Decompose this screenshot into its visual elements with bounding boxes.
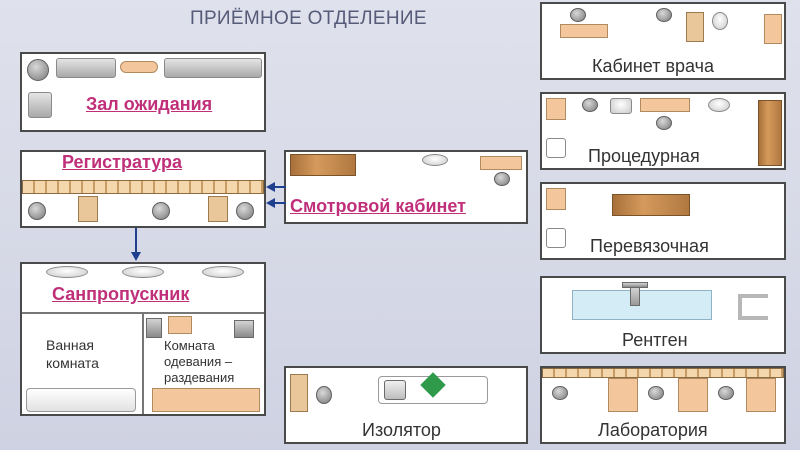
cabinet: [78, 196, 98, 222]
doctor-desk: [560, 24, 608, 38]
page-title: ПРИЁМНОЕ ОТДЕЛЕНИЕ: [190, 8, 427, 29]
arrow-down-line: [135, 228, 137, 254]
sink: [202, 266, 244, 278]
room-label-bathroom: Ванная комната: [46, 337, 99, 371]
room-registry: Регистратура: [20, 150, 266, 228]
room-waiting-hall: Зал ожидания: [20, 52, 266, 132]
armchair: [27, 59, 49, 81]
cabinet: [208, 196, 228, 222]
bench: [168, 316, 192, 334]
procedure-couch: [758, 100, 782, 166]
side-table: [546, 98, 566, 120]
procedure-table: [640, 98, 690, 112]
armchair: [28, 92, 52, 118]
lab-bench: [678, 378, 708, 412]
room-xray: Рентген: [540, 276, 786, 354]
xray-stand: [738, 294, 768, 320]
lab-bench: [608, 378, 638, 412]
partition-wall: [142, 314, 144, 414]
arrow-left-head: [266, 182, 275, 192]
chair: [648, 386, 664, 400]
lab-counter: [542, 368, 784, 378]
chair: [656, 116, 672, 130]
room-exam: Смотровой кабинет: [284, 150, 528, 224]
sink: [422, 154, 448, 166]
side-table: [546, 188, 566, 210]
chair: [152, 202, 170, 220]
room-label-dressing: Перевязочная: [590, 236, 709, 256]
room-sanitary: Санпропускник Ванная комната Комната оде…: [20, 262, 266, 416]
arrow-left-line: [274, 186, 286, 188]
bathtub: [26, 388, 136, 412]
cabinet: [290, 374, 308, 412]
arrow-left-line: [274, 202, 286, 204]
partition-wall: [22, 312, 264, 314]
arrow-down-head: [131, 252, 141, 261]
stretcher: [546, 228, 566, 248]
sink: [122, 266, 164, 278]
bed-headboard: [384, 380, 406, 400]
doctor-desk: [480, 156, 522, 170]
chair: [552, 386, 568, 400]
chair: [236, 202, 254, 220]
sink: [708, 98, 730, 112]
changing-bench: [152, 388, 260, 412]
room-lab: Лаборатория: [540, 366, 786, 444]
chair: [316, 386, 332, 404]
chair: [582, 98, 598, 112]
registry-counter: [22, 180, 264, 194]
room-label-xray: Рентген: [622, 330, 688, 350]
lab-bench: [746, 378, 776, 412]
sofa: [56, 58, 116, 78]
dressing-couch: [612, 194, 690, 216]
stool: [234, 320, 254, 338]
room-label-procedure: Процедурная: [588, 146, 700, 166]
examination-couch: [290, 154, 356, 176]
sink: [610, 98, 632, 114]
room-label-exam: Смотровой кабинет: [290, 196, 466, 216]
room-procedure: Процедурная: [540, 92, 786, 170]
room-isolator: Изолятор: [284, 366, 528, 444]
stool: [146, 318, 162, 338]
chair: [718, 386, 734, 400]
room-dressing: Перевязочная: [540, 182, 786, 260]
sink: [712, 12, 728, 30]
sink: [46, 266, 88, 278]
cabinet: [686, 12, 704, 42]
sofa: [164, 58, 262, 78]
xray-tube-base: [622, 282, 648, 288]
xray-table: [572, 290, 712, 320]
room-doctor: Кабинет врача: [540, 2, 786, 80]
coffee-table: [120, 61, 158, 73]
stretcher: [546, 138, 566, 158]
chair: [28, 202, 46, 220]
room-label-waiting: Зал ожидания: [86, 94, 213, 114]
room-label-registry: Регистратура: [62, 152, 183, 172]
room-label-isolator: Изолятор: [362, 420, 441, 440]
chair: [494, 172, 510, 186]
room-label-sanitary: Санпропускник: [52, 284, 190, 304]
arrow-left-head: [266, 198, 275, 208]
chair: [656, 8, 672, 22]
room-label-doctor: Кабинет врача: [592, 56, 715, 76]
room-label-changing: Комната одевания – раздевания: [164, 338, 235, 385]
chair: [570, 8, 586, 22]
room-label-lab: Лаборатория: [598, 420, 708, 440]
side-table: [764, 14, 782, 44]
